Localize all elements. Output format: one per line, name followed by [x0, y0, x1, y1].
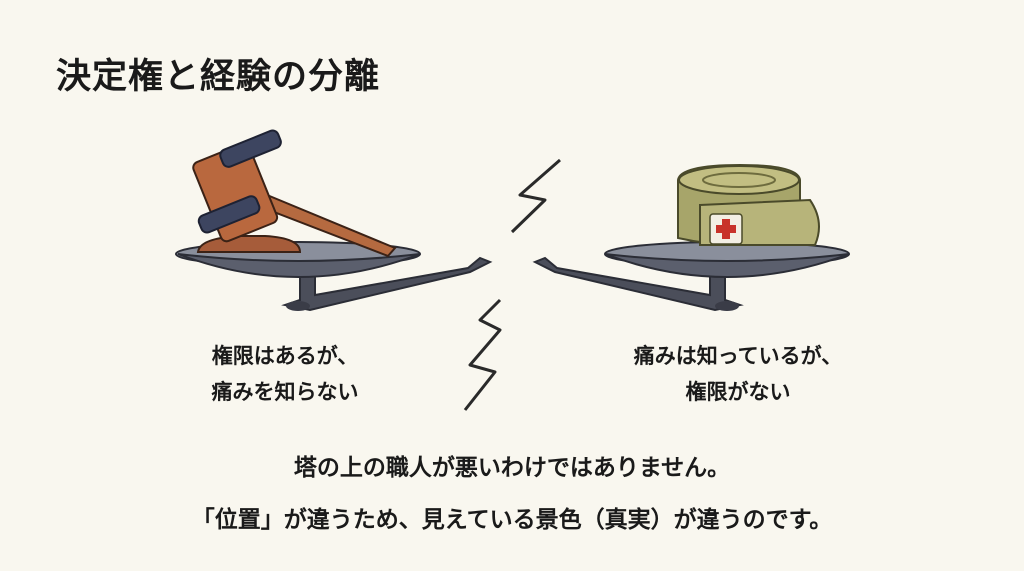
bandage-icon — [677, 163, 820, 246]
right-scale-illustration — [532, 241, 850, 312]
left-caption: 権限はあるが、 痛みを知らない — [135, 338, 435, 410]
crack-line — [463, 158, 561, 411]
left-caption-line: 権限はあるが、 — [211, 344, 359, 368]
slide-title: 決定権と経験の分離 — [56, 57, 381, 97]
message: 塔の上の職人が悪いわけではありません。 「位置」が違うため、見えている景色（真実… — [0, 442, 1024, 546]
right-caption-line: 痛みは知っているが、 — [633, 344, 843, 368]
left-caption-line: 痛みを知らない — [211, 380, 359, 404]
right-caption: 痛みは知っているが、 権限がない — [588, 338, 888, 410]
message-line: 「位置」が違うため、見えている景色（真実）が違うのです。 — [191, 507, 833, 533]
gavel-icon — [192, 129, 397, 258]
right-caption-line: 権限がない — [685, 380, 791, 404]
message-line: 塔の上の職人が悪いわけではありません。 — [293, 455, 731, 481]
